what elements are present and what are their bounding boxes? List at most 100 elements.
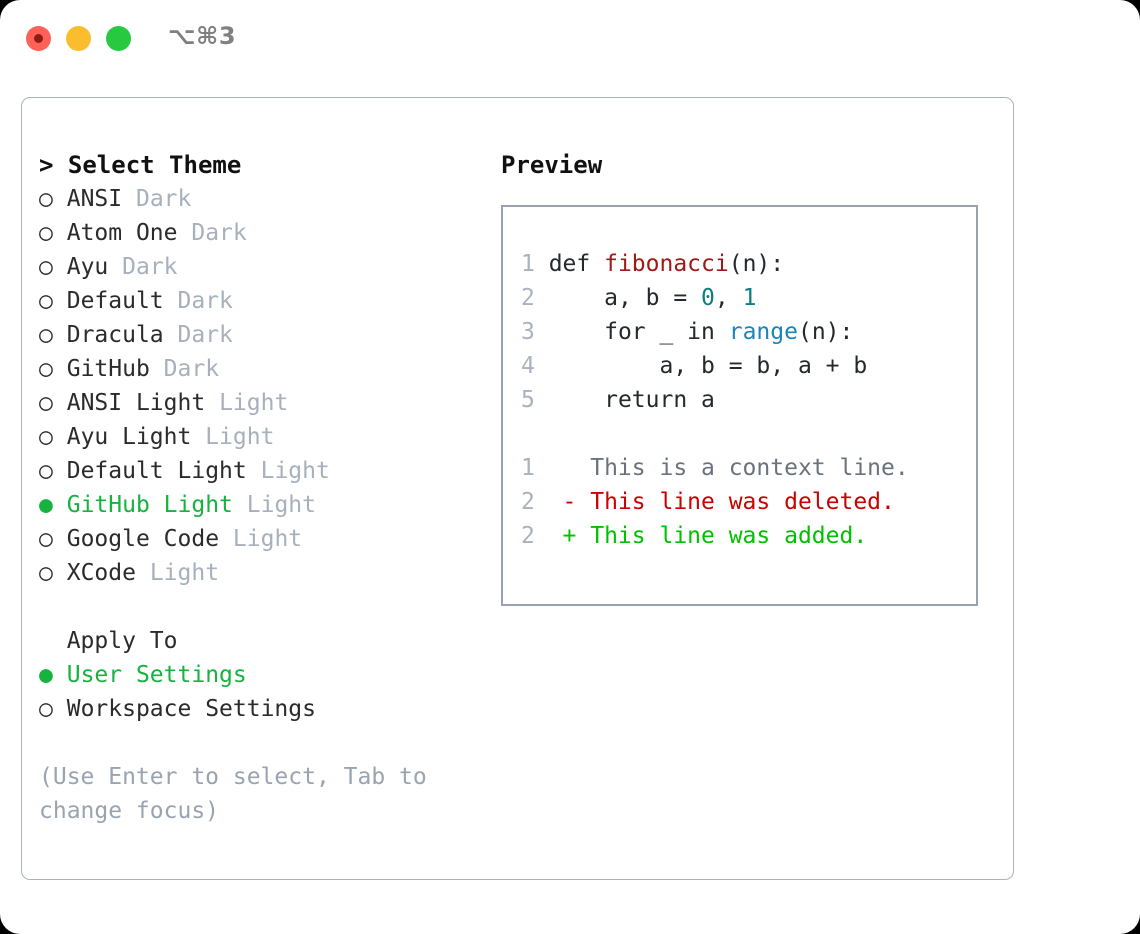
radio-unselected-icon: ○	[39, 254, 53, 280]
theme-variant-badge: Dark	[177, 288, 233, 314]
theme-option-row[interactable]: ○ Default Light Light	[39, 454, 479, 488]
radio-unselected-icon: ○	[39, 220, 53, 246]
theme-option-label: Dracula	[66, 322, 164, 348]
line-number: 4	[521, 353, 535, 379]
radio-selected-icon: ●	[39, 492, 53, 518]
radio-unselected-icon: ○	[39, 424, 53, 450]
theme-option-label: GitHub	[66, 356, 150, 382]
theme-option-row[interactable]: ○ GitHub Dark	[39, 352, 479, 386]
theme-selection-column: > Select Theme ○ ANSI Dark○ Atom One Dar…	[39, 148, 479, 828]
gutter-space	[535, 319, 549, 345]
radio-unselected-icon: ○	[39, 288, 53, 314]
gutter-space	[535, 251, 549, 277]
spacer	[247, 458, 261, 484]
theme-option-row[interactable]: ○ XCode Light	[39, 556, 479, 590]
spacer	[53, 390, 67, 416]
diff-line-text: This is a context line.	[562, 455, 909, 481]
theme-option-row[interactable]: ○ Ayu Light Light	[39, 420, 479, 454]
spacer	[53, 696, 67, 722]
spacer	[53, 322, 67, 348]
theme-option-row[interactable]: ○ Atom One Dark	[39, 216, 479, 250]
spacer	[53, 560, 67, 586]
theme-option-row[interactable]: ○ Google Code Light	[39, 522, 479, 556]
spacer	[53, 186, 67, 212]
gutter-space	[535, 353, 549, 379]
theme-option-row[interactable]: ○ Dracula Dark	[39, 318, 479, 352]
gutter-space	[535, 455, 563, 481]
theme-variant-badge: Light	[219, 390, 289, 416]
spacer	[53, 356, 67, 382]
code-line: 2 a, b = 0, 1	[503, 281, 976, 315]
diff-line: 2 + This line was added.	[503, 519, 976, 553]
code-token: (n):	[728, 251, 785, 277]
keyboard-hint-text: (Use Enter to select, Tab to change focu…	[39, 764, 441, 824]
apply-to-list: ● User Settings○ Workspace Settings	[39, 658, 479, 726]
theme-list: ○ ANSI Dark○ Atom One Dark○ Ayu Dark○ De…	[39, 182, 479, 590]
theme-option-label: Atom One	[66, 220, 178, 246]
theme-option-row[interactable]: ○ ANSI Dark	[39, 182, 479, 216]
radio-unselected-icon: ○	[39, 356, 53, 382]
spacer	[53, 424, 67, 450]
spacer	[122, 186, 136, 212]
gutter-space	[535, 489, 563, 515]
radio-unselected-icon: ○	[39, 390, 53, 416]
code-line: 3 for _ in range(n):	[503, 315, 976, 349]
theme-option-label: GitHub Light	[66, 492, 233, 518]
spacer	[53, 220, 67, 246]
spacer	[191, 424, 205, 450]
minimize-window-button[interactable]	[66, 26, 91, 51]
diff-line-text: + This line was added.	[562, 523, 868, 549]
diff-line: 1 This is a context line.	[503, 451, 976, 485]
code-line: 5 return a	[503, 383, 976, 417]
radio-unselected-icon: ○	[39, 526, 53, 552]
apply-to-option-row[interactable]: ○ Workspace Settings	[39, 692, 479, 726]
theme-variant-badge: Light	[232, 526, 303, 552]
theme-variant-badge: Dark	[135, 186, 192, 212]
theme-option-row[interactable]: ○ ANSI Light Light	[39, 386, 479, 420]
apply-to-option-row[interactable]: ● User Settings	[39, 658, 479, 692]
preview-column: Preview 1 def fibonacci(n):2 a, b = 0, 1…	[501, 148, 991, 606]
gutter-space	[535, 523, 563, 549]
line-number: 3	[521, 319, 535, 345]
spacer	[53, 254, 67, 280]
code-token: def	[548, 251, 605, 277]
theme-option-row[interactable]: ○ Ayu Dark	[39, 250, 479, 284]
theme-variant-badge: Dark	[177, 322, 233, 348]
code-diff-spacer	[503, 417, 976, 451]
spacer	[53, 288, 67, 314]
line-number: 5	[521, 387, 535, 413]
radio-unselected-icon: ○	[39, 186, 53, 212]
code-token: return a	[548, 387, 715, 413]
spacer	[108, 254, 122, 280]
spacer	[53, 492, 67, 518]
spacer	[164, 288, 178, 314]
theme-option-label: ANSI Light	[66, 390, 206, 416]
diff-line-text: - This line was deleted.	[562, 489, 895, 515]
code-line: 1 def fibonacci(n):	[503, 247, 976, 281]
line-number: 1	[521, 251, 535, 277]
theme-variant-badge: Dark	[191, 220, 247, 246]
theme-option-label: Ayu Light	[66, 424, 192, 450]
spacer	[233, 492, 247, 518]
spacer	[53, 526, 67, 552]
theme-option-row[interactable]: ● GitHub Light Light	[39, 488, 479, 522]
diff-line: 2 - This line was deleted.	[503, 485, 976, 519]
maximize-window-button[interactable]	[106, 26, 131, 51]
theme-option-row[interactable]: ○ Default Dark	[39, 284, 479, 318]
apply-to-option-label: Workspace Settings	[66, 696, 316, 722]
spacer	[53, 662, 67, 688]
theme-option-label: XCode	[66, 560, 136, 586]
theme-variant-badge: Dark	[122, 254, 178, 280]
spacer	[53, 458, 67, 484]
code-token: range	[728, 319, 798, 345]
spacer	[136, 560, 150, 586]
code-token: a, b = b, a + b	[548, 353, 868, 379]
code-token: 1	[742, 285, 757, 311]
gutter-space	[535, 387, 549, 413]
code-token: 0	[701, 285, 715, 311]
title-bar: ⌥⌘3	[0, 0, 1140, 78]
code-token: (n):	[797, 319, 854, 345]
radio-unselected-icon: ○	[39, 458, 53, 484]
